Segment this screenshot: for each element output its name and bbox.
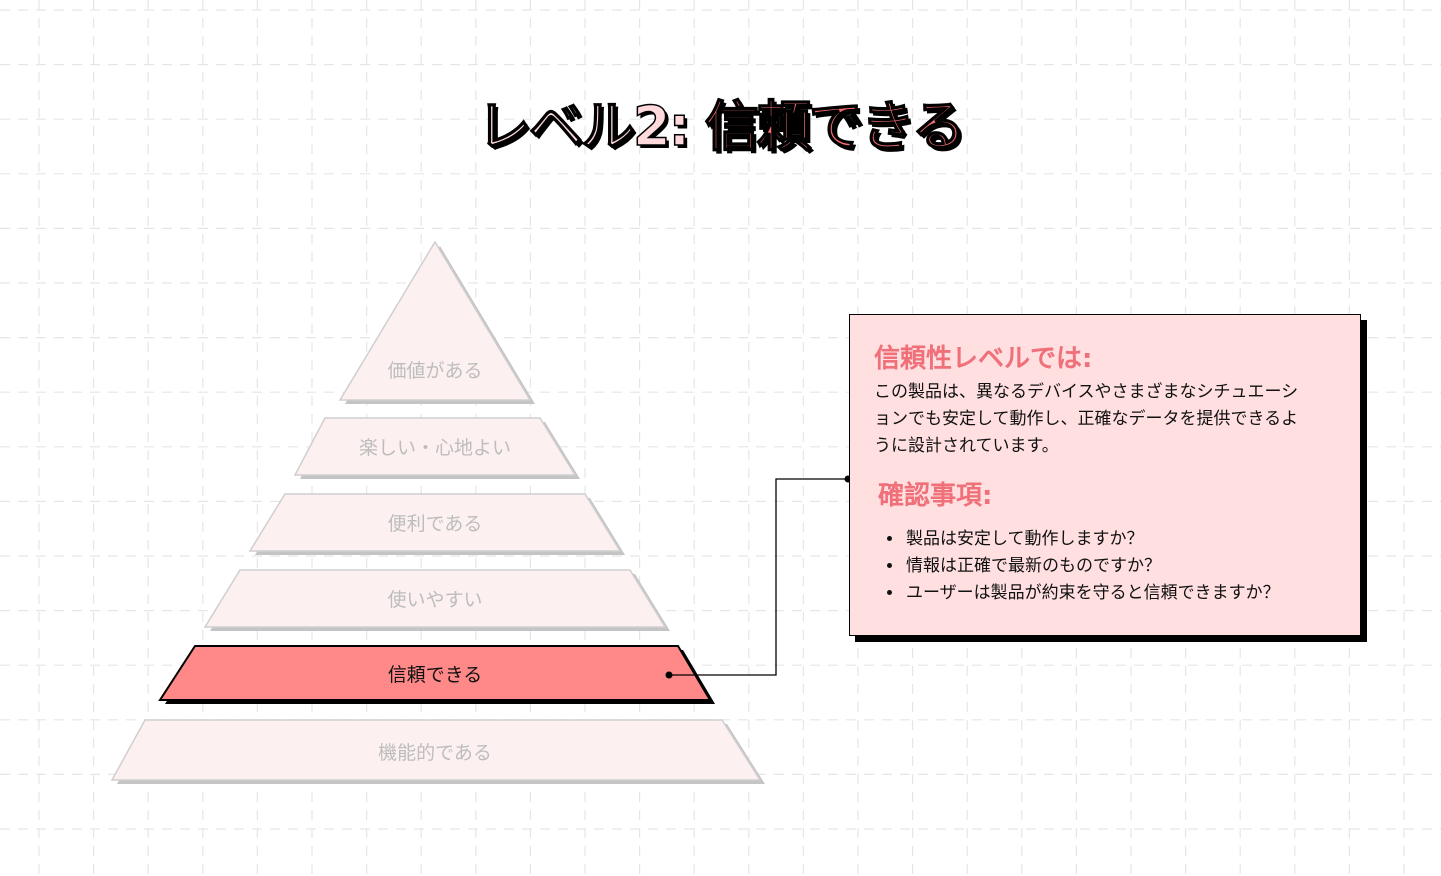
checklist: 製品は安定して動作しますか？ 情報は正確で最新のものですか？ ユーザーは製品が約… (874, 526, 1360, 607)
level-label: 使いやすい (387, 589, 482, 611)
pyramid-level-3[interactable]: 便利である (248, 493, 625, 555)
title-highlight: 信頼できる (704, 94, 966, 159)
checklist-heading: 確認事項: (878, 481, 993, 511)
level-label: 信頼できる (388, 664, 483, 686)
level-shape (293, 417, 577, 476)
level-label: 便利である (388, 513, 483, 535)
pyramid-level-4[interactable]: 使いやすい (203, 569, 670, 631)
pyramid-level-1[interactable]: 価値がある (338, 240, 535, 404)
connector-dot (665, 671, 673, 679)
panel-description: この製品は、異なるデバイスやさまざまなシチュエーションでも安定して動作し、正確な… (874, 382, 1299, 456)
level-shape (158, 645, 712, 701)
pyramid-level-5[interactable]: 信頼できる (158, 645, 715, 704)
level-shape (248, 493, 622, 552)
pyramid-level-6[interactable]: 機能的である (110, 719, 765, 784)
level-label: 機能的である (378, 742, 492, 764)
level-shape (110, 719, 762, 781)
checklist-item: 情報は正確で最新のものですか？ (904, 553, 1360, 580)
level-label: 価値がある (387, 360, 482, 382)
checklist-item: ユーザーは製品が約束を守ると信頼できますか？ (904, 580, 1360, 607)
level-shape (338, 240, 532, 401)
level-shape (203, 569, 667, 628)
level-detail-panel: 信頼性レベルでは: この製品は、異なるデバイスやさまざまなシチュエーションでも安… (849, 314, 1361, 636)
level-label: 楽しい・心地よい (359, 437, 511, 459)
pyramid-level-2[interactable]: 楽しい・心地よい (293, 417, 580, 479)
title-prefix: レベル2: (476, 94, 706, 159)
page-title: レベル2: 信頼できる (0, 82, 1441, 161)
panel-heading: 信頼性レベルでは: (874, 344, 1093, 374)
checklist-item: 製品は安定して動作しますか？ (904, 526, 1360, 553)
connector-line (669, 478, 848, 676)
